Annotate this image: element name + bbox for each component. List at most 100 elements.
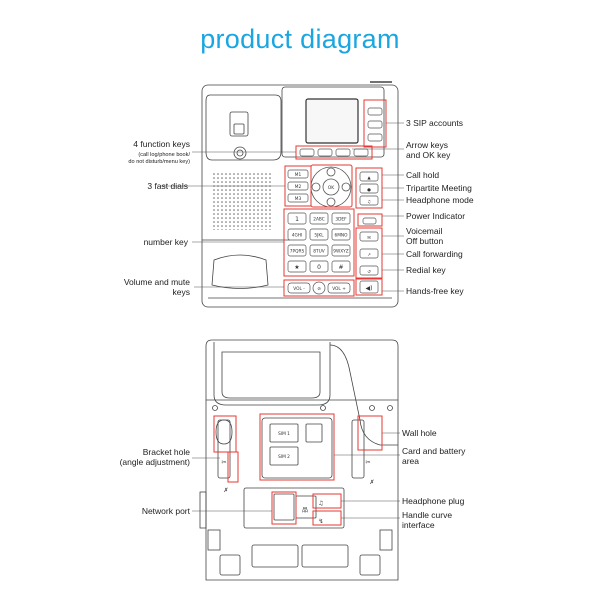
function-key-call-log[interactable] [299, 148, 315, 157]
key-9-label: 9WXYZ [333, 249, 349, 255]
label-network: Network port [142, 506, 191, 516]
ok-label: OK [328, 185, 334, 191]
label-function-keys: 4 function keys [133, 139, 190, 149]
label-voicemail-2: Off button [406, 236, 443, 246]
key-9[interactable] [331, 244, 351, 257]
hold-icon: ▲ [367, 176, 371, 181]
tripartite-button[interactable] [359, 183, 379, 194]
sip-account-buttons [367, 107, 383, 142]
right-function-keys [359, 171, 379, 294]
fast-dial-keys: M1 M2 M3 [287, 169, 309, 203]
call-forward-button[interactable] [359, 248, 379, 259]
label-volume-mute-2: keys [173, 287, 190, 297]
page-title: product diagram [200, 24, 400, 54]
conference-icon: ● [367, 188, 371, 193]
headphone-plug-icon: ♫ [318, 500, 323, 507]
back-body [205, 339, 399, 581]
label-wall-hole: Wall hole [402, 428, 437, 438]
label-card-1: Card and battery [402, 446, 466, 456]
redial-button[interactable] [359, 265, 379, 276]
label-function-keys-sub2: do not disturb/menu key) [128, 159, 190, 165]
key-6-label: 6MNO [334, 233, 348, 239]
fast-dial-m1-label: M1 [295, 172, 302, 178]
power-indicator [362, 217, 377, 225]
volume-down-label: VOL - [293, 286, 305, 292]
arrow-right-icon[interactable] [341, 182, 351, 192]
sim-slot-2 [269, 446, 299, 466]
redial-icon: ↺ [367, 270, 371, 275]
call-hold-button[interactable] [359, 171, 379, 182]
voicemail-button[interactable] [359, 231, 379, 242]
label-tripartite: Tripartite Meeting [406, 183, 472, 193]
hook-switch-icon [233, 146, 247, 160]
number-keypad: 1 2ABC 3DEF 4GHI 5JKL 6MNO 7PQRS 8TUV 9W… [287, 212, 351, 273]
label-redial: Redial key [406, 265, 446, 275]
handset-cradle [205, 94, 282, 161]
back-leader-lines [192, 432, 400, 519]
key-star[interactable] [287, 260, 307, 273]
function-key-dnd[interactable] [335, 148, 351, 157]
fast-dial-m1[interactable] [287, 169, 309, 179]
sip-key-3[interactable] [367, 133, 383, 142]
arrow-up-icon[interactable] [326, 167, 336, 177]
front-leader-lines [160, 122, 404, 292]
volume-up-button[interactable] [327, 282, 351, 294]
label-bracket-2: (angle adjustment) [120, 457, 191, 467]
speaker-grill [213, 172, 271, 230]
lcd-screen [305, 98, 359, 144]
network-port-icon [273, 493, 295, 521]
label-number-key: number key [144, 237, 189, 247]
ok-button[interactable] [322, 178, 340, 196]
fast-dial-m3[interactable] [287, 193, 309, 203]
sip-key-1[interactable] [367, 107, 383, 116]
key-0-label: 0 [317, 264, 321, 271]
arrow-left-icon[interactable] [311, 182, 321, 192]
key-4-label: 4GHI [292, 233, 303, 239]
label-headphone-mode: Headphone mode [406, 195, 474, 205]
headphone-button[interactable] [359, 195, 379, 206]
key-0[interactable] [309, 260, 329, 273]
label-handle-1: Handle curve [402, 510, 452, 520]
wall-hole-left [215, 419, 233, 445]
key-8-label: 8TUV [313, 249, 325, 255]
key-hash-label: # [338, 264, 343, 271]
sip-key-2[interactable] [367, 120, 383, 129]
key-hash[interactable] [331, 260, 351, 273]
handsfree-button[interactable] [359, 280, 379, 294]
label-function-keys-sub1: (call log/phone book/ [138, 152, 190, 158]
battery-compartment [261, 417, 333, 479]
key-6[interactable] [331, 228, 351, 241]
function-keys [299, 148, 369, 157]
volume-keys: VOL - ⊘ VOL + [287, 281, 351, 295]
voicemail-icon: ✉ [367, 236, 371, 241]
sim-1-label: SIM 1 [278, 431, 290, 437]
key-8[interactable] [309, 244, 329, 257]
bracket-icon: ✂ [221, 459, 226, 466]
key-7-label: 7PQRS [290, 249, 305, 255]
label-handle-2: interface [402, 520, 435, 530]
key-3[interactable] [331, 212, 351, 225]
key-1[interactable] [287, 212, 307, 225]
key-4[interactable] [287, 228, 307, 241]
function-key-menu[interactable] [353, 148, 369, 157]
function-key-phone-book[interactable] [317, 148, 333, 157]
key-5-label: 5JKL [314, 233, 324, 239]
front-body [201, 84, 399, 308]
label-headphone-plug: Headphone plug [402, 496, 465, 506]
fast-dial-m2[interactable] [287, 181, 309, 191]
label-forwarding: Call forwarding [406, 249, 463, 259]
volume-down-button[interactable] [287, 282, 311, 294]
key-5[interactable] [309, 228, 329, 241]
speaker-icon: ◀) [366, 285, 373, 292]
key-2-label: 2ABC [313, 217, 325, 223]
label-arrow-2: and OK key [406, 150, 451, 160]
key-7[interactable] [287, 244, 307, 257]
label-volume-mute-1: Volume and mute [124, 277, 190, 287]
handle-curve-icon: ↯ [318, 518, 323, 525]
key-2[interactable] [309, 212, 329, 225]
label-arrow-1: Arrow keys [406, 140, 448, 150]
label-card-2: area [402, 456, 419, 466]
mute-button[interactable] [312, 281, 326, 295]
arrow-down-icon[interactable] [326, 197, 336, 207]
